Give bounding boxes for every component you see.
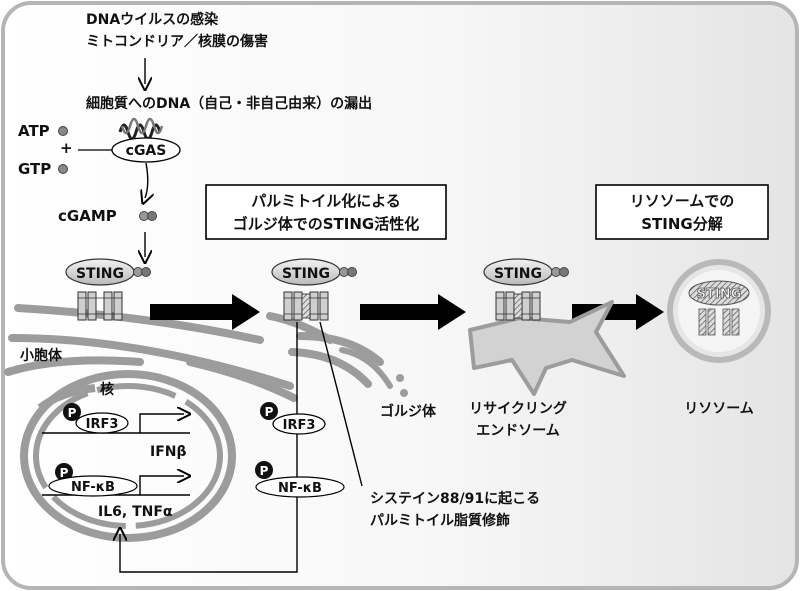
gtp-dot <box>58 164 68 174</box>
infection-line1: DNAウイルスの感染 <box>86 11 219 28</box>
lyso-box-line1: リソソームでの <box>630 192 735 210</box>
nfkb-nucleus-label: NF-κB <box>71 480 115 495</box>
golgi-activation-box <box>205 184 447 240</box>
sting-degraded-label: STING <box>697 287 742 302</box>
sting-endosome-label: STING <box>494 266 542 282</box>
atp-dot <box>58 126 68 136</box>
cgas-label: cGAS <box>126 143 167 159</box>
p-mark-irf3-cytoplasm: P <box>265 405 274 419</box>
arrow-cgas-to-cgamp <box>145 162 148 198</box>
atp-label: ATP <box>18 122 50 140</box>
il6-tnfa-label: IL6, TNFα <box>98 504 173 520</box>
irf3-cytoplasm-ellipse <box>272 413 326 435</box>
p-nfkb-cytoplasm <box>255 461 273 479</box>
golgi-box-line1: パルミトイル化による <box>251 192 401 210</box>
p-mark-nfkb-cytoplasm: P <box>260 464 269 478</box>
arrow-cys-note <box>319 321 363 487</box>
p-mark-nfkb-nucleus: P <box>60 466 69 480</box>
il6-promoter-arrow <box>139 476 184 495</box>
recycling-label-line2: エンドソーム <box>476 423 560 439</box>
golgi-box-line2: ゴルジ体でのSTING活性化 <box>233 215 419 233</box>
arrow-signal-to-nucleus <box>120 322 298 573</box>
sting-golgi <box>271 258 357 321</box>
nfkb-nucleus-ellipse <box>48 475 138 497</box>
dna-leak-label: 細胞質へのDNA（自己・非自己由来）の漏出 <box>86 95 372 112</box>
lysosome-label: リソソーム <box>684 401 754 417</box>
infection-line2: ミトコンドリア／核膜の傷害 <box>86 33 268 50</box>
cys-note-line1: システイン88/91に起こる <box>370 490 540 507</box>
sting-degraded <box>688 280 750 336</box>
golgi-vesicle-2 <box>400 389 408 397</box>
ifnb-promoter-arrow <box>139 414 184 433</box>
sting-golgi-label: STING <box>282 266 330 282</box>
cys-note-line2: パルミトイル脂質修飾 <box>370 512 510 529</box>
sting-endosome <box>483 258 569 321</box>
irf3-nucleus-label: IRF3 <box>86 417 119 432</box>
lysosome-degradation-box <box>595 184 769 240</box>
dna-squiggle <box>118 123 162 141</box>
nfkb-cytoplasm-ellipse <box>255 476 345 498</box>
nfkb-cytoplasm-label: NF-κB <box>278 481 322 496</box>
gtp-label: GTP <box>18 160 51 178</box>
p-nfkb-nucleus <box>55 463 73 481</box>
golgi-label: ゴルジ体 <box>380 403 437 420</box>
sting-er <box>65 258 151 321</box>
recycling-endosome-membrane <box>468 300 626 396</box>
cgamp-dot-b <box>147 211 157 221</box>
ifnb-label: IFNβ <box>150 444 187 460</box>
recycling-label-line1: リサイクリング <box>469 400 567 417</box>
sting-er-label: STING <box>76 266 124 282</box>
plus-sign: + <box>60 139 73 157</box>
p-mark-irf3-nucleus: P <box>68 406 77 420</box>
p-irf3-cytoplasm <box>260 402 278 420</box>
dna-squiggle-strand <box>120 117 164 135</box>
er-membranes <box>4 304 298 402</box>
big-arrows <box>150 294 664 330</box>
irf3-nucleus-ellipse <box>75 412 129 434</box>
golgi-vesicle-1 <box>396 374 404 382</box>
cgas-ellipse <box>111 137 181 163</box>
nucleus-label: 核 <box>100 381 114 398</box>
nucleus-envelope <box>20 370 236 542</box>
er-label: 小胞体 <box>20 347 63 364</box>
cgamp-label: cGAMP <box>58 207 117 225</box>
lyso-box-line2: STING分解 <box>641 215 722 233</box>
p-irf3-nucleus <box>63 403 81 421</box>
irf3-cytoplasm-label: IRF3 <box>283 418 316 433</box>
